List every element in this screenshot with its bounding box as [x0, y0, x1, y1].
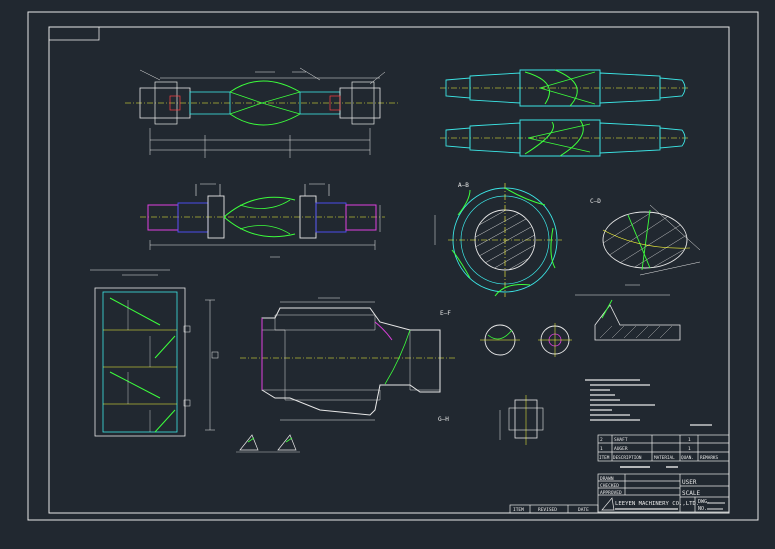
- signoff-table: [597, 473, 730, 513]
- parts-row-2-quantity: 1: [688, 437, 691, 443]
- parts-row-2-description: SHAFT: [614, 437, 628, 443]
- section-c-d-label: C—D: [590, 198, 601, 205]
- parts-list-table: [597, 434, 730, 462]
- section-c-d-view: C—D: [590, 198, 701, 276]
- auger-external-view-lower: [440, 119, 690, 157]
- signoff-checked: CHECKED: [600, 483, 619, 489]
- parts-header-description: DESCRIPTION: [613, 455, 642, 461]
- dwg-label: DWG.: [698, 499, 710, 505]
- revision-header-item: ITEM: [513, 507, 524, 513]
- parts-row-1-item: 1: [600, 446, 603, 452]
- revision-header-date: DATE: [578, 507, 589, 513]
- user-label: USER: [682, 479, 697, 486]
- signoff-drawn: DRAWN: [600, 476, 614, 482]
- revision-header-revised: REVISED: [538, 507, 557, 513]
- company-name: LEEYEN MACHINERY CO.,LTD.: [615, 501, 699, 507]
- dimension-annotations: [122, 71, 640, 299]
- auger-external-view-upper: [440, 69, 690, 107]
- sleeve-cross-section: E—F G—H: [240, 301, 455, 423]
- detail-view-circle-right: [538, 323, 572, 357]
- parts-header-material: MATERIAL: [654, 455, 675, 461]
- shaft-assembly-view-top: [125, 67, 400, 158]
- weld-detail-view: [575, 294, 681, 341]
- parts-header-quantity: QUAN.: [681, 455, 694, 461]
- title-block: 2 SHAFT 1 1 AUGER 1 ITEM DESCRIPTION MAT…: [509, 434, 730, 514]
- technical-notes-block: [585, 379, 712, 426]
- parts-header-remarks: REMARKS: [700, 455, 719, 461]
- revision-table: [509, 504, 599, 514]
- section-a-b-label: A—B: [458, 182, 469, 189]
- section-e-f-label: E—F: [440, 310, 451, 317]
- parts-header-item: ITEM: [599, 455, 610, 461]
- company-logo-icon: [601, 497, 615, 511]
- parts-row-2-item: 2: [600, 437, 603, 443]
- detail-view-circle-left: [480, 324, 520, 356]
- sheet-border: [27, 11, 759, 521]
- section-g-h-label: G—H: [438, 416, 449, 423]
- shaft-section-view-middle: [140, 183, 385, 250]
- parts-row-1-description: AUGER: [614, 446, 628, 452]
- weld-symbols: [236, 434, 300, 453]
- section-a-b-view: A—B: [434, 182, 562, 297]
- scale-label: SCALE: [682, 490, 700, 497]
- parts-row-1-quantity: 1: [688, 446, 691, 452]
- no-label: NO.: [698, 506, 707, 512]
- signoff-approved: APPROVED: [600, 490, 622, 496]
- flight-development-view: [90, 269, 219, 437]
- bearing-detail-view: [499, 395, 544, 445]
